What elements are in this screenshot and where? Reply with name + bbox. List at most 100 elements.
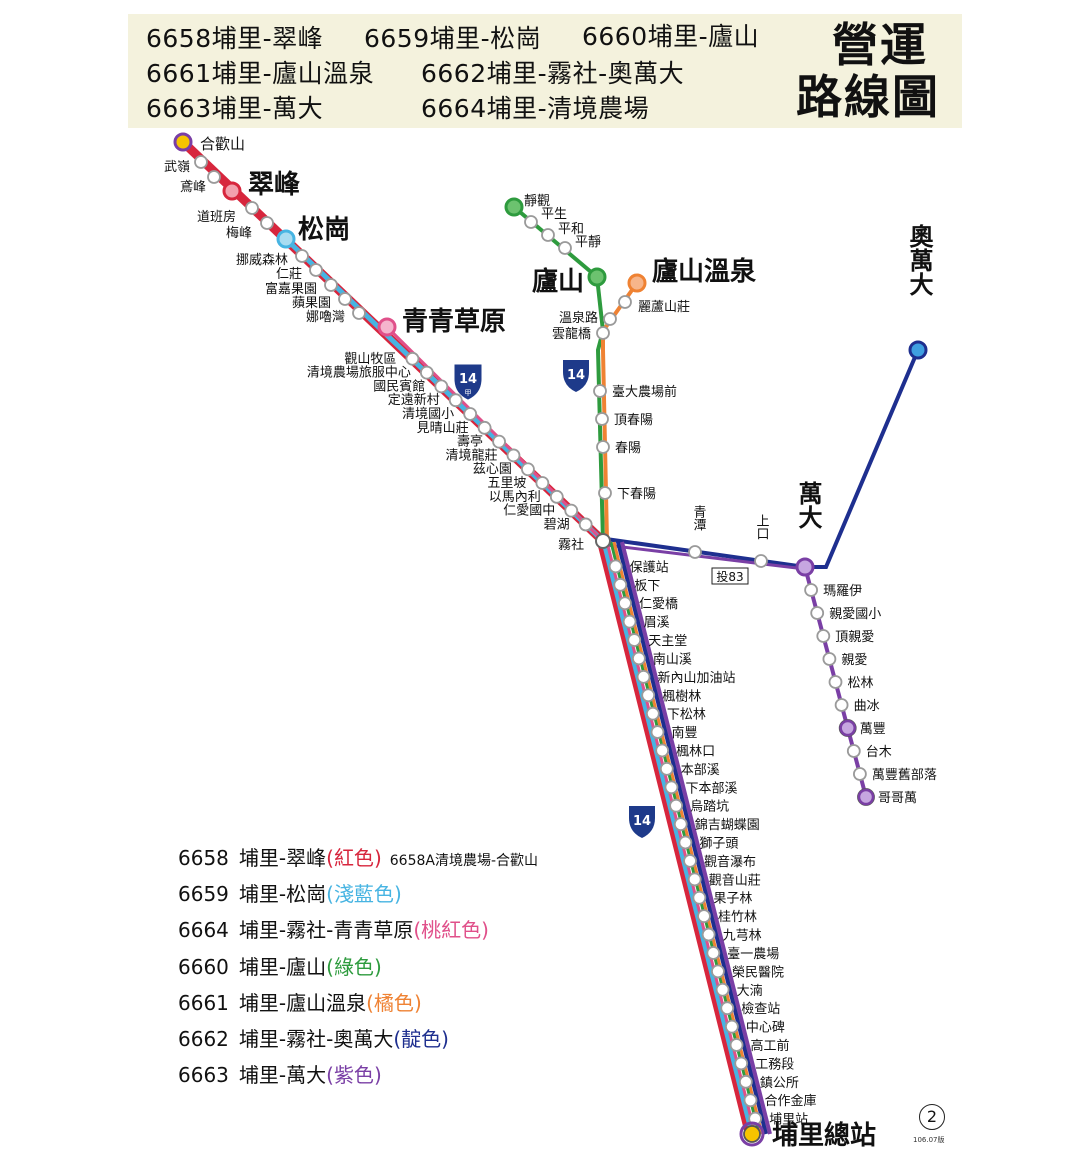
route-line-purple-south <box>620 541 772 1135</box>
legend-paren-close: ) <box>373 846 382 870</box>
terminal-jingguan-ring <box>504 197 524 217</box>
station-label-west-14: 清境農場旅服中心 <box>307 366 411 381</box>
station-west-14 <box>419 365 434 380</box>
legend-number: 6662 <box>178 1027 229 1051</box>
station-south-1 <box>613 577 628 592</box>
station-wanda-5 <box>834 698 849 712</box>
legend-route: 埔里-松崗 <box>238 882 327 906</box>
station-label-wanda-2: 頂親愛 <box>835 630 874 645</box>
station-south-5 <box>631 651 646 666</box>
station-south-26 <box>729 1038 744 1052</box>
legend-note-6658a: 6658A清境農場-合歡山 <box>389 853 539 869</box>
station-south-11 <box>659 761 674 776</box>
county-road-sign: 投83 <box>711 567 749 585</box>
county-road-label: 投83 <box>716 569 743 584</box>
station-label-south-25: 中心碑 <box>746 1020 785 1036</box>
header-title-line2: 路線圖 <box>796 70 940 124</box>
station-label-wanda-3: 親愛 <box>841 653 867 668</box>
station-label-south-22: 榮民醫院 <box>732 965 784 980</box>
road-shield-14-south-number: 14 <box>633 814 651 829</box>
station-label-west-13: 觀山牧區 <box>344 352 396 367</box>
legend-paren-open: ( <box>326 955 334 979</box>
station-label-north-9: 臺大農場前 <box>612 384 677 400</box>
station-wanda-8 <box>853 767 867 781</box>
route-line-purple-east <box>605 543 806 571</box>
station-west-20 <box>506 448 521 463</box>
header-route-6661: 6661埔里-廬山溫泉 <box>146 59 375 88</box>
station-label-meifeng: 梅峰 <box>226 226 252 241</box>
route-line-navy-east <box>605 349 920 569</box>
road-shield-14-north-number: 14 <box>567 368 585 383</box>
station-west-9 <box>324 278 338 292</box>
station-label-south-5: 南山溪 <box>653 651 692 667</box>
station-label-jingguan: 靜觀 <box>524 194 550 209</box>
station-west-16 <box>448 393 463 408</box>
station-south-27 <box>734 1056 749 1071</box>
station-label-west-18: 見晴山莊 <box>417 421 469 436</box>
station-label-wanda-5: 曲冰 <box>854 699 880 714</box>
terminal-puli <box>743 1125 761 1143</box>
station-label-west-15: 國民賓館 <box>373 378 425 394</box>
station-wanda-1 <box>810 606 825 620</box>
terminal-lushan-hotspring-ring <box>627 273 647 293</box>
station-label-north-10: 頂春陽 <box>614 413 653 428</box>
legend-paren-open: ( <box>326 846 334 870</box>
station-south-18 <box>692 890 707 905</box>
terminal-wanda-ring-6 <box>839 719 856 737</box>
legend-paren-open: ( <box>326 882 334 906</box>
terminal-puli-ring <box>739 1121 765 1147</box>
station-west-7 <box>295 249 309 263</box>
station-south-8 <box>645 706 660 721</box>
legend-color-name: 紅色 <box>333 846 374 870</box>
legend-color-name: 靛色 <box>401 1027 442 1051</box>
legend-route: 埔里-萬大 <box>238 1063 327 1087</box>
station-west-25 <box>578 517 593 532</box>
station-north-2 <box>541 228 555 242</box>
station-label-west-17: 清境國小 <box>402 407 454 422</box>
station-label-north-3: 平靜 <box>575 235 601 250</box>
station-wanda-2 <box>816 629 831 643</box>
station-south-14 <box>673 817 688 832</box>
station-label-south-7: 楓樹林 <box>662 689 701 704</box>
station-label-wanda-1: 親愛國小 <box>829 607 881 622</box>
legend-paren-close: ) <box>413 991 422 1015</box>
station-south-21 <box>706 946 721 960</box>
station-south-24 <box>720 1001 735 1016</box>
legend-route: 埔里-廬山 <box>238 955 327 979</box>
station-west-13 <box>405 351 420 366</box>
legend-paren-open: ( <box>326 1063 334 1087</box>
road-shield-14-north: 14 <box>563 360 589 392</box>
station-yuanfeng <box>207 170 221 184</box>
legend-paren-open: ( <box>413 918 422 942</box>
header-route-6659: 6659埔里-松崗 <box>364 24 542 53</box>
station-west-8 <box>309 263 323 277</box>
station-label-yuanfeng: 鳶峰 <box>180 180 206 195</box>
station-south-2 <box>618 596 632 611</box>
station-label-south-16: 觀音瀑布 <box>704 854 756 870</box>
legend-number: 6660 <box>178 955 229 979</box>
legend-color-name: 綠色 <box>333 955 374 979</box>
station-south-23 <box>715 982 730 997</box>
station-label-wanda-6: 萬豐 <box>860 722 886 737</box>
station-label-south-3: 眉溪 <box>644 616 670 631</box>
header-route-6662: 6662埔里-霧社-奧萬大 <box>421 59 685 88</box>
station-label-south-0: 保護站 <box>630 559 669 575</box>
station-west-24 <box>564 503 579 518</box>
station-south-10 <box>655 743 670 758</box>
station-south-15 <box>678 835 693 850</box>
station-south-22 <box>711 964 725 979</box>
route-line-navy-south <box>616 541 768 1135</box>
legend-route: 埔里-霧社-青青草原 <box>238 918 414 942</box>
station-daobanfang <box>245 201 259 215</box>
station-label-south-23: 大湳 <box>737 984 763 999</box>
road-shield-14-south: 14 <box>629 806 655 838</box>
station-label-south-1: 板下 <box>634 579 660 594</box>
station-label-south-11: 本部溪 <box>681 763 720 778</box>
station-label-wanda-9: 哥哥萬 <box>878 791 917 806</box>
station-label-qingqing: 青青草原 <box>402 307 506 337</box>
station-south-17 <box>687 872 702 887</box>
